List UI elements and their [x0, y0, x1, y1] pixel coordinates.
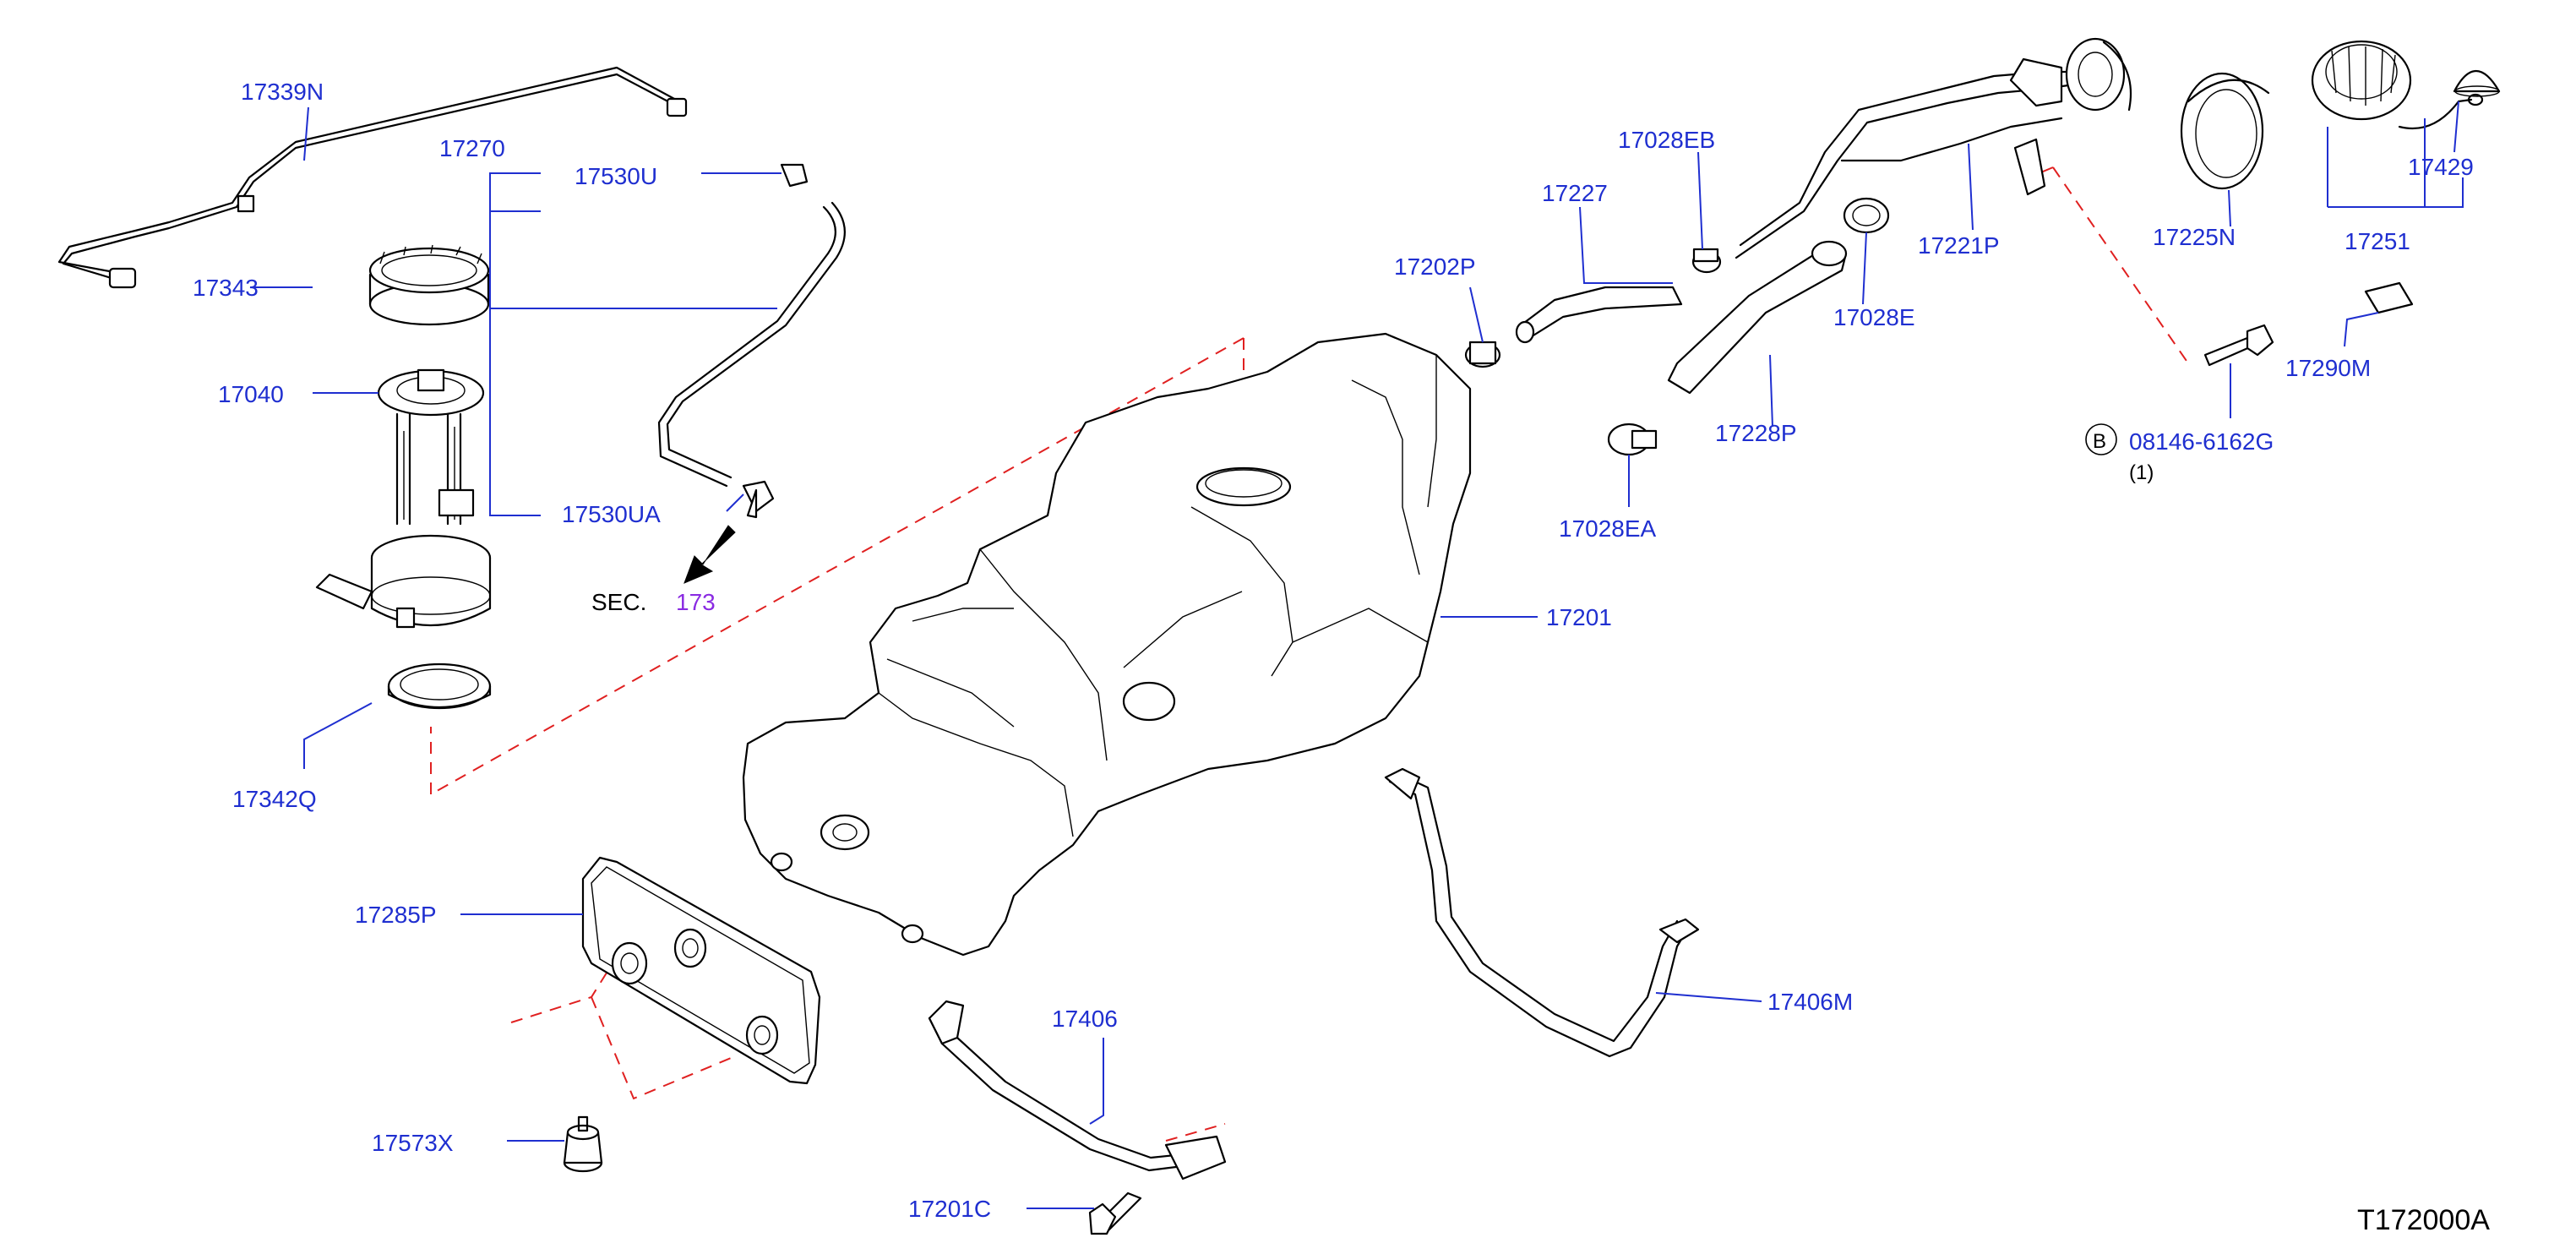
label-17530UA: 17530UA [562, 501, 661, 527]
label-17406M: 17406M [1767, 989, 1853, 1015]
bolt-quantity: (1) [2129, 461, 2154, 484]
label-17028EB: 17028EB [1618, 127, 1715, 153]
section-arrow [683, 525, 736, 584]
seal-17225N [2180, 72, 2270, 190]
label-17201: 17201 [1546, 604, 1612, 630]
label-17201C: 17201C [908, 1196, 991, 1222]
label-17573X: 17573X [372, 1130, 454, 1156]
part-17429 [2453, 69, 2501, 97]
bolt-callout: B 08146-6162G (1) [2085, 423, 2274, 484]
label-17028E: 17028E [1833, 304, 1915, 330]
label-17342Q: 17342Q [232, 786, 317, 812]
label-17251: 17251 [2345, 228, 2410, 254]
clamp-17028EB [1691, 248, 1722, 274]
fuel-tank-17201 [742, 332, 1472, 957]
label-17221P: 17221P [1918, 232, 2000, 259]
label-17429: 17429 [2408, 154, 2474, 180]
filler-tube-17221P [1735, 37, 2132, 259]
strap-17406 [928, 1000, 1227, 1180]
label-17225N: 17225N [2153, 224, 2236, 250]
section-number: 173 [676, 589, 716, 615]
label-17040: 17040 [218, 381, 284, 407]
clamp-17202P [1464, 341, 1501, 368]
labels: 17339N 17270 17530U 17343 17040 17530UA … [193, 79, 2490, 1236]
label-17270: 17270 [439, 135, 505, 161]
bolt-part-number: 08146-6162G [2129, 428, 2274, 455]
section-prefix: SEC. [591, 589, 646, 615]
gasket-17342Q [387, 662, 492, 710]
fuel-pump-17040 [315, 368, 492, 629]
label-17343: 17343 [193, 275, 259, 301]
label-17202P: 17202P [1394, 254, 1476, 280]
heat-shield-17285P [581, 856, 821, 1085]
drawing-code: T172000A [2357, 1204, 2490, 1236]
hose-17227 [1515, 286, 1683, 344]
label-17290M [2364, 281, 2414, 314]
label-17290M: 17290M [2285, 355, 2371, 381]
hose-17228P [1667, 240, 1848, 395]
label-17028EA: 17028EA [1559, 515, 1657, 542]
label-17285P: 17285P [355, 902, 437, 928]
lock-ring-17343 [368, 244, 490, 326]
strap-17406M [1384, 767, 1700, 1058]
label-17228P: 17228P [1715, 420, 1797, 446]
label-17227: 17227 [1542, 180, 1608, 206]
bolt-08146 [2203, 324, 2274, 367]
clamp-17028EA [1607, 423, 1658, 456]
bolt-circle-letter: B [2093, 430, 2106, 453]
label-17530U: 17530U [575, 163, 657, 189]
label-17406: 17406 [1052, 1006, 1118, 1032]
leader-lines [253, 101, 2464, 1209]
vent-tube-17270 [657, 163, 846, 519]
clip-17573X [563, 1115, 603, 1173]
fuel-line-17339N [57, 66, 688, 289]
bolt-17201C [1088, 1191, 1142, 1235]
label-17339N: 17339N [241, 79, 324, 105]
